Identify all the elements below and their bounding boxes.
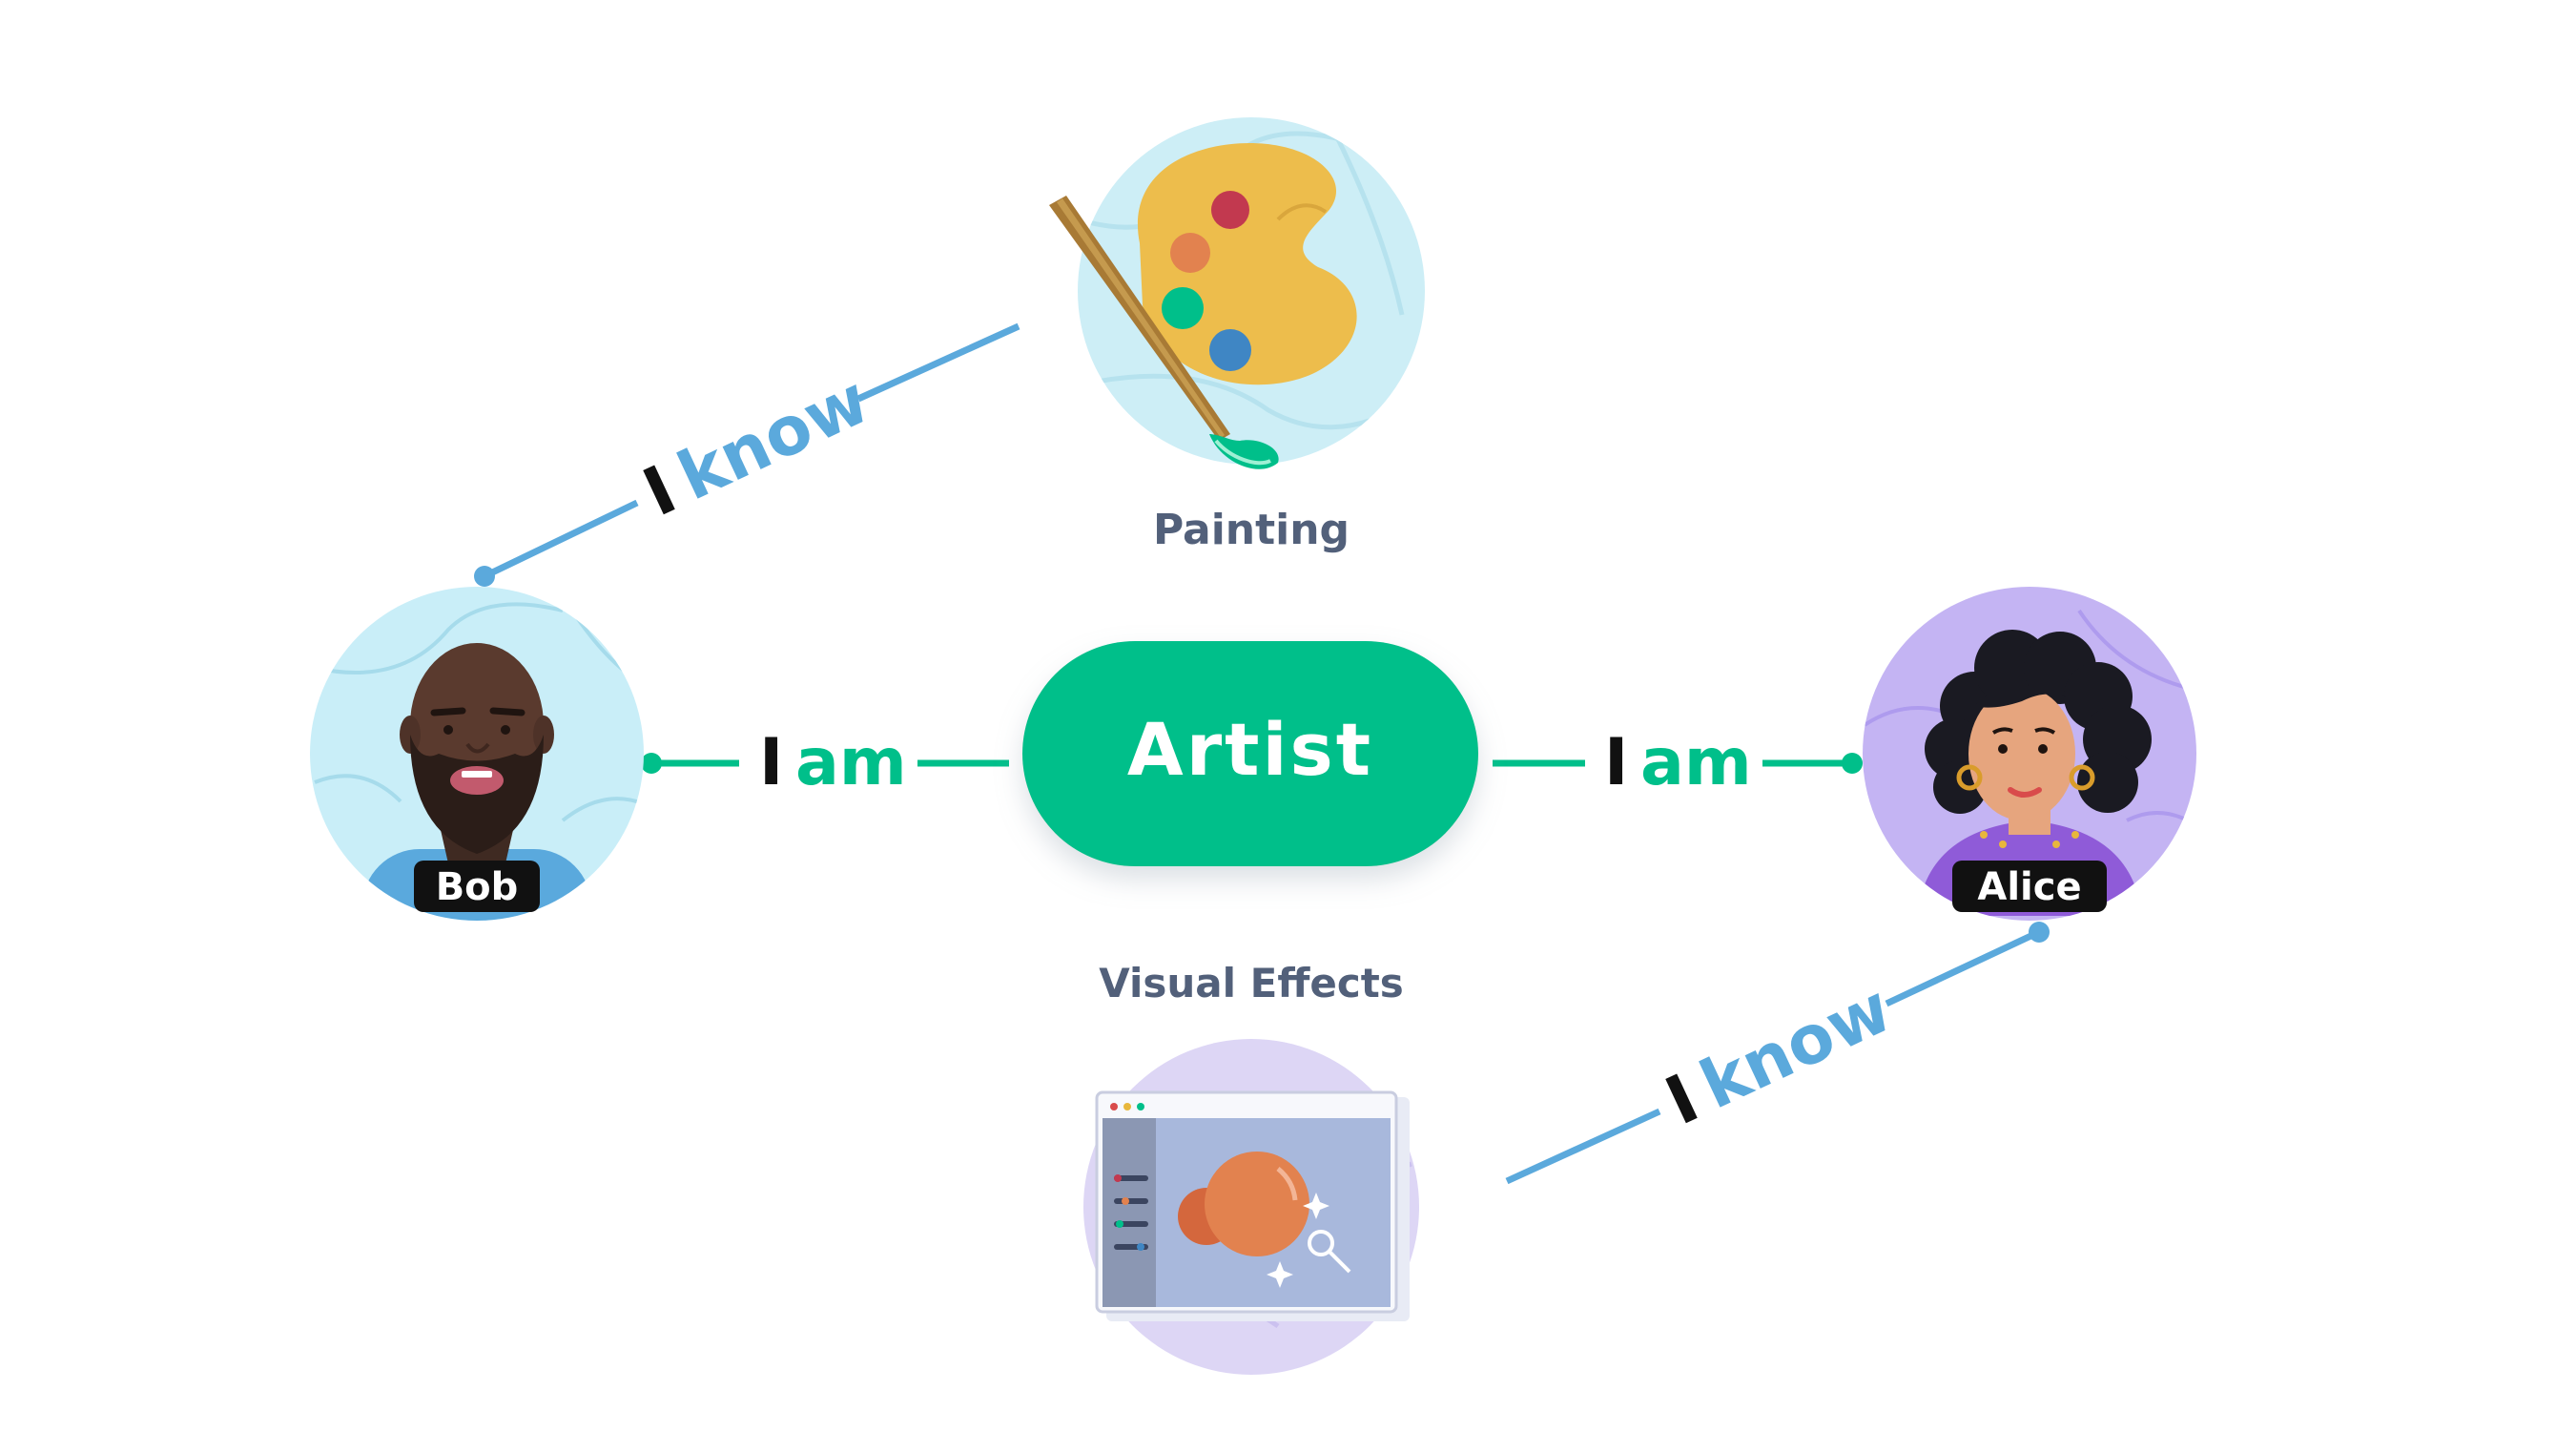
artist-label: Artist (1127, 707, 1373, 792)
artist-pill (1022, 641, 1478, 866)
paint-palette-icon (1049, 143, 1357, 469)
artist-node: Artist (1022, 641, 1478, 866)
connector-alice-vfx (1505, 922, 2050, 1185)
relation-label-alice-am: I am (1604, 725, 1752, 800)
vfx-editor-window-icon (1095, 1090, 1410, 1321)
connector-bob-painting (474, 322, 1020, 587)
painting-label: Painting (1153, 506, 1350, 554)
connector-bob-artist (641, 753, 1009, 774)
bob-name-label: Bob (436, 865, 519, 909)
connector-alice-artist (1493, 753, 1863, 774)
relation-i-text: I (759, 725, 783, 800)
painting-node: Painting (1049, 117, 1425, 554)
alice-avatar: Alice (1863, 587, 2196, 921)
alice-name-label: Alice (1977, 865, 2081, 909)
relation-label-alice-know: I know (1655, 969, 1903, 1141)
relation-verb-text: know (1689, 969, 1903, 1125)
relation-verb-text: know (667, 361, 880, 516)
relation-verb-text: am (1640, 725, 1752, 800)
bob-name-tag (414, 861, 540, 912)
vfx-label: Visual Effects (1099, 960, 1404, 1007)
relation-i-text: I (1604, 725, 1628, 800)
relation-verb-text: am (795, 725, 907, 800)
relation-label-bob-am: I am (759, 725, 907, 800)
bob-avatar: Bob (310, 587, 644, 921)
relation-label-bob-know: I know (632, 361, 880, 532)
vfx-node: Visual Effects (1083, 960, 1419, 1375)
alice-name-tag (1952, 861, 2107, 912)
